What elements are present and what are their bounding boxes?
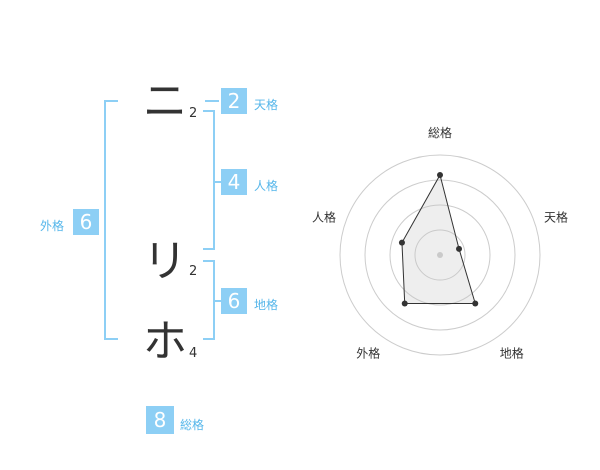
radar-axis-label-1: 総格 (428, 125, 452, 140)
soukaku-value: 8 (146, 406, 174, 434)
jinkaku-label: 人格 (254, 179, 279, 193)
radar-axis-label-4: 外格 (356, 346, 380, 361)
radar-axis-label-5: 人格 (312, 209, 336, 224)
soukaku-label: 総格 (180, 418, 205, 432)
radar-point-5 (398, 239, 405, 246)
stroke-count-3: 4 (189, 346, 198, 361)
jinkaku-value: 4 (221, 169, 247, 195)
chikaku-connector (215, 300, 221, 302)
radar-point-1 (437, 172, 443, 178)
radar-polygon (401, 173, 476, 305)
jinkaku-bracket (203, 110, 215, 250)
gaikaku-bracket (104, 100, 118, 340)
chikaku-label: 地格 (254, 298, 279, 312)
gaikaku-label: 外格 (40, 219, 65, 233)
chikaku-value: 6 (221, 288, 247, 314)
stroke-count-1: 2 (189, 106, 198, 121)
name-char-1: ニ (143, 76, 187, 127)
name-char-3: ホ (143, 316, 187, 367)
radar-point-4 (401, 300, 408, 307)
gaikaku-value: 6 (73, 209, 99, 235)
tenkaku-label: 天格 (254, 98, 279, 112)
tenkaku-value: 2 (221, 88, 247, 114)
chikaku-bracket (203, 260, 215, 340)
radar-ring (414, 229, 466, 281)
name-char-2: リ (143, 236, 187, 287)
radar-point-2 (456, 245, 463, 252)
radar-ring (389, 204, 491, 306)
radar-axis-label-3: 地格 (500, 346, 524, 361)
radar-axis-label-2: 天格 (544, 209, 568, 224)
stroke-count-2: 2 (189, 264, 198, 279)
radar-ring (339, 154, 541, 356)
radar-center (437, 252, 443, 258)
tenkaku-bracket-line (205, 100, 219, 102)
radar-point-3 (472, 300, 479, 307)
radar-ring (364, 179, 516, 331)
jinkaku-connector (215, 181, 221, 183)
